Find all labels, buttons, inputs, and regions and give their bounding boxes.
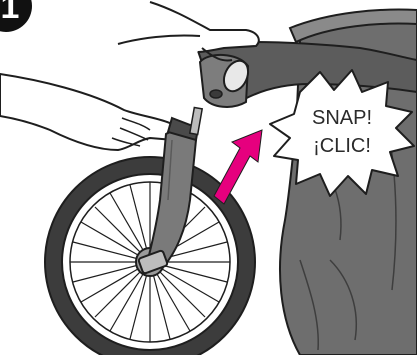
- snap-callout: SNAP! ¡CLIC!: [269, 69, 415, 197]
- step-number: 1: [1, 0, 20, 26]
- callout-line-1: SNAP!: [312, 107, 372, 129]
- callout-line-2: ¡CLIC!: [313, 135, 371, 157]
- lower-hand: [0, 73, 180, 151]
- upper-hand: [117, 1, 260, 62]
- insert-direction-arrow: [213, 129, 263, 205]
- wheel-fork: [137, 106, 204, 275]
- step-number-badge: 1: [0, 0, 32, 32]
